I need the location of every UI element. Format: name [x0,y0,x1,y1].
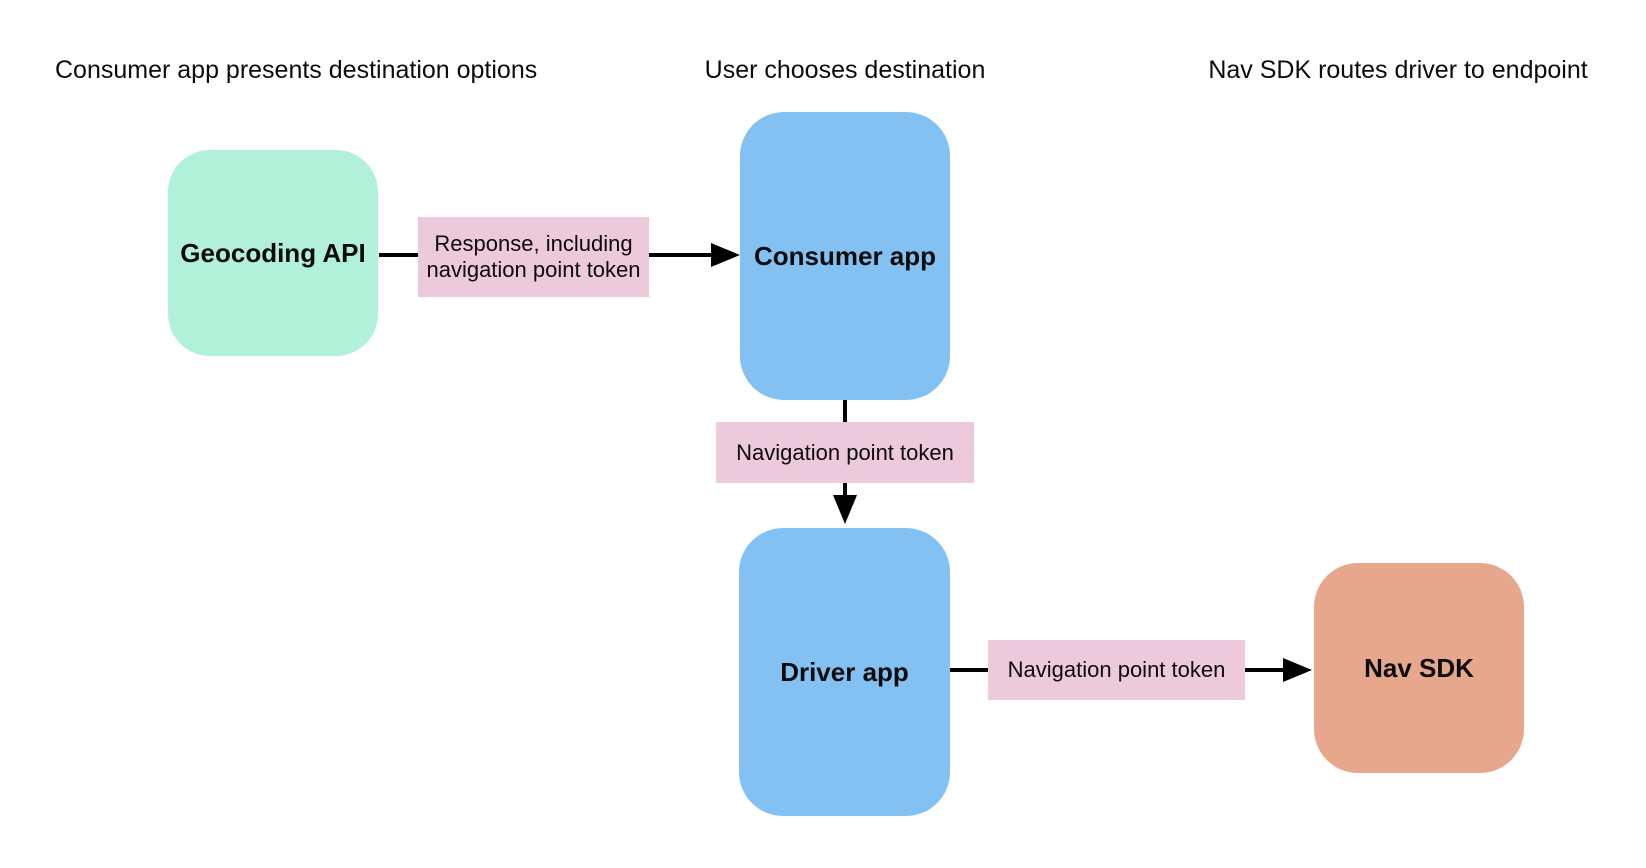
stage-label-user-chooses: User chooses destination [704,56,986,84]
edge-label-navigation-point-token-vertical: Navigation point token [716,422,974,483]
arrowhead-icon [711,243,740,267]
arrowhead-icon [833,495,857,524]
node-driver-app: Driver app [739,528,950,816]
stage-label-consumer-presents: Consumer app presents destination option… [55,56,538,84]
stage-label-navsdk-routes: Nav SDK routes driver to endpoint [1208,56,1588,84]
arrowhead-icon [1283,658,1312,682]
edge-label-response-including-token: Response, including navigation point tok… [418,217,649,297]
node-nav-sdk: Nav SDK [1314,563,1524,773]
edge-label-navigation-point-token-horizontal: Navigation point token [988,640,1245,700]
node-geocoding-api: Geocoding API [168,150,378,356]
node-consumer-app: Consumer app [740,112,950,400]
